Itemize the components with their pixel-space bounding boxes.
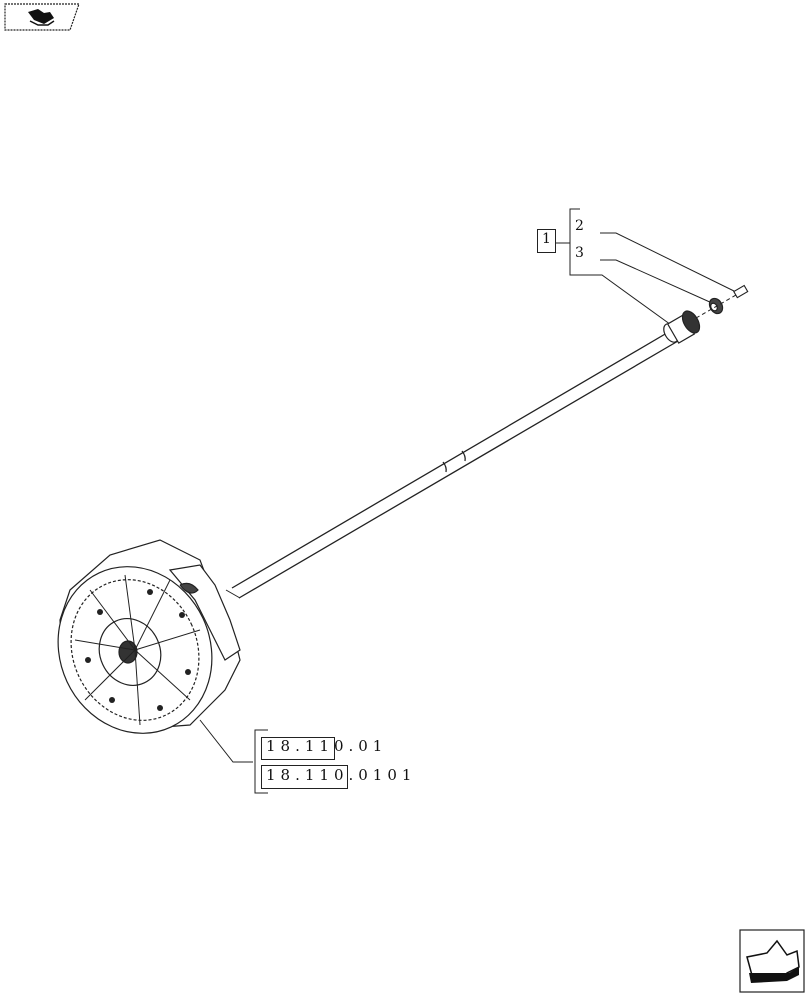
book-open-icon: [4, 3, 80, 31]
callout-group-box[interactable]: [537, 229, 556, 253]
callout-group-number: 1: [542, 231, 551, 247]
clutch-assembly: [57, 539, 241, 734]
crossref-2-link[interactable]: 18.110.0101: [266, 766, 417, 784]
callout-bracket: [555, 208, 737, 336]
book-nav-button[interactable]: [4, 3, 80, 31]
pin: [733, 284, 749, 299]
back-nav-button[interactable]: [739, 929, 805, 993]
crossref-1-link[interactable]: 18.110.01: [266, 737, 388, 755]
callout-item-2[interactable]: 2: [575, 218, 584, 234]
bushing: [708, 297, 724, 315]
callout-item-3[interactable]: 3: [575, 245, 584, 261]
arrow-back-icon: [739, 929, 805, 993]
spline-coupling: [663, 310, 701, 344]
crossref-leader: [199, 719, 268, 794]
crossref-1-box: [261, 737, 335, 760]
crossref-2-box: [261, 765, 348, 789]
input-shaft: [225, 329, 679, 599]
